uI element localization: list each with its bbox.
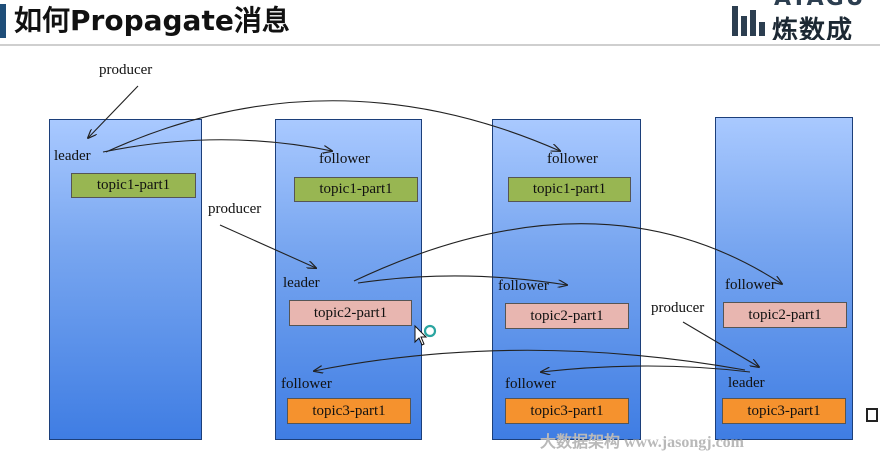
follower-label-b3-topic1: follower [547,151,598,167]
leader-label-1: leader [54,148,91,164]
leader-label-2: leader [283,275,320,291]
partition-b2-topic2: topic2-part1 [289,300,412,326]
arrow-leader1-to-follower-b2 [102,139,332,152]
broker-2 [275,119,422,440]
slide-header: 如何Propagate消息 ATAGU 炼数成 [0,0,880,44]
follower-label-b2-topic3: follower [281,376,332,392]
partition-b2-topic1: topic1-part1 [294,177,418,202]
arrow-leader2-to-follower-b3 [357,275,567,285]
header-divider [0,44,880,46]
logo-bars-icon [732,4,766,36]
title-accent-bar [0,4,6,38]
corner-square-icon [866,408,878,422]
watermark: 大数据架构 www.jasongj.com [540,434,744,451]
partition-b3-topic3: topic3-part1 [505,398,629,424]
producer-label-3: producer [651,300,705,316]
follower-label-b4-topic2: follower [725,277,776,293]
logo-top-text: ATAGU [774,0,866,11]
slide-title: 如何Propagate消息 [14,4,290,37]
arrow-leader3-to-follower-b2 [314,349,746,371]
arrow-leader1-to-follower-b3 [105,100,560,153]
logo-text: 炼数成 [772,16,854,40]
arrow-producer1-to-leader1 [88,85,139,138]
producer-label-2: producer [208,201,262,217]
arrow-leader2-to-follower-b4 [353,223,782,284]
mouse-cursor-icon [414,324,437,346]
leader-label-3: leader [728,375,765,391]
broker-3 [492,119,641,440]
partition-b3-topic2: topic2-part1 [505,303,629,329]
partition-b3-topic1: topic1-part1 [508,177,631,202]
arrow-leader3-to-follower-b3 [541,365,751,372]
producer-label-1: producer [99,62,153,78]
arrow-producer2-to-leader2 [219,224,316,268]
arrow-producer3-to-leader3 [682,321,759,367]
partition-b1-topic1: topic1-part1 [71,173,196,198]
follower-label-b2-topic1: follower [319,151,370,167]
follower-label-b3-topic2: follower [498,278,549,294]
partition-b4-topic2: topic2-part1 [723,302,847,328]
follower-label-b3-topic3: follower [505,376,556,392]
broker-1 [49,119,202,440]
logo: ATAGU 炼数成 [730,0,880,40]
partition-b4-topic3: topic3-part1 [722,398,846,424]
partition-b2-topic3: topic3-part1 [287,398,411,424]
